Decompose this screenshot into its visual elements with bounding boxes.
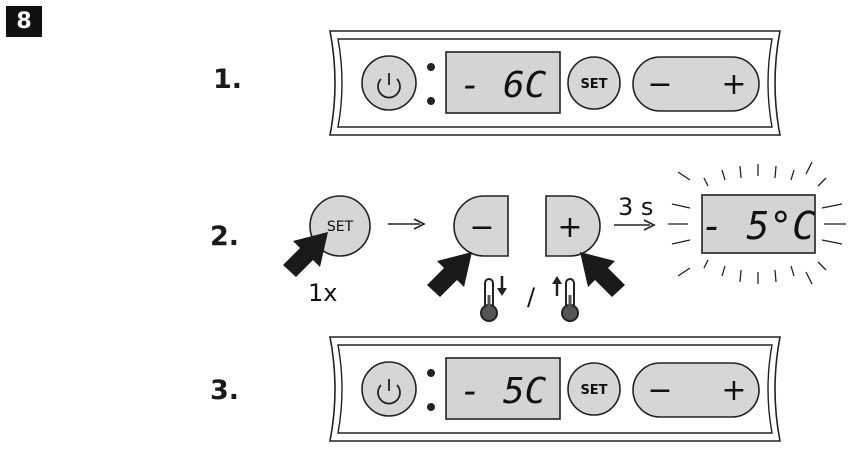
control-panel-3: - 5C SET − + [329,336,781,442]
thermometer-down-icon [480,276,507,322]
plus-label: + [721,67,746,102]
thermometer-up-icon [552,276,579,322]
set-button-label: SET [580,383,607,398]
indicator-led [427,403,435,411]
right-arrow-icon [388,218,426,230]
control-panel-1: - 6C SET − + [329,30,781,136]
minus-plus-button-1[interactable]: − + [632,56,760,112]
power-button-3[interactable] [361,361,417,417]
minus-label: − [469,210,494,245]
step-1-label: 1. [213,64,243,95]
plus-label: + [557,210,582,245]
press-arrow-icon [427,252,472,297]
display-readout-2: - 5°C [701,204,816,248]
indicator-led [427,63,435,71]
minus-button-2[interactable]: − [453,195,509,257]
plus-button-2[interactable]: + [545,195,601,257]
indicator-led [427,369,435,377]
press-count: 1x [308,279,337,307]
set-button-1[interactable]: SET [567,56,621,110]
minus-label: − [647,67,672,102]
separator: / [527,283,536,311]
set-button-label: SET [580,77,607,92]
minus-plus-button-3[interactable]: − + [632,362,760,418]
set-button-3[interactable]: SET [567,362,621,416]
indicator-led [427,97,435,105]
display-readout-1: - 6C [460,65,547,106]
temperature-display-2 [701,194,816,254]
power-button-1[interactable] [361,55,417,111]
minus-label: − [647,373,672,408]
blinking-rays [668,161,846,285]
step-2-label: 2. [210,221,240,252]
hold-time: 3 s [618,193,653,221]
step-3-label: 3. [210,375,240,406]
figure-number: 8 [6,6,42,37]
press-arrow-icon [580,252,625,297]
display-readout-3: - 5C [460,371,547,412]
temperature-display-3 [445,357,561,420]
press-arrow-icon [283,232,328,277]
set-button-label: SET [327,219,354,235]
plus-label: + [721,373,746,408]
temperature-display-1 [445,51,561,114]
right-arrow-icon [614,219,656,231]
